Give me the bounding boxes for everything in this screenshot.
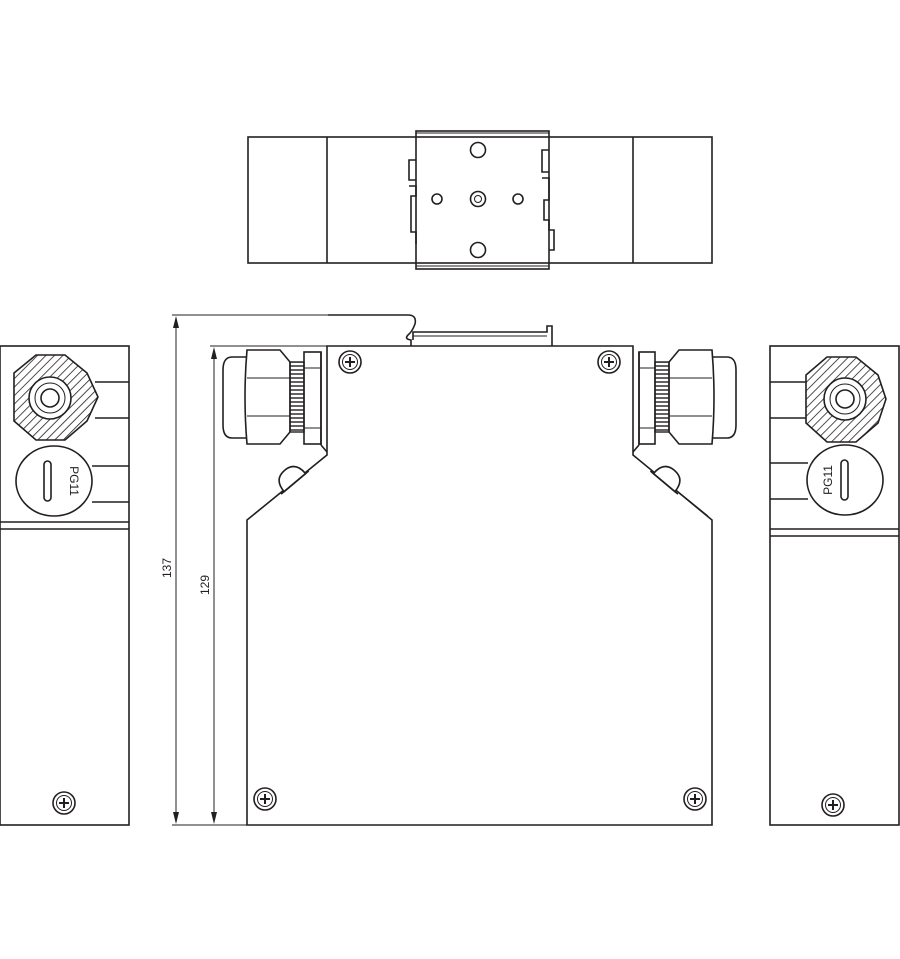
- din-rail-clip-icon: [408, 159, 417, 244]
- front-view: 137 129: [160, 314, 737, 826]
- dimension-129-label: 129: [198, 575, 212, 595]
- screw-icon: [683, 787, 707, 811]
- screw-icon: [821, 793, 845, 817]
- pg11-label-right: PG11: [821, 465, 835, 495]
- screw-icon: [338, 350, 362, 374]
- pg11-plug: [806, 444, 884, 516]
- dimension-137-label: 137: [160, 558, 174, 578]
- pg11-label-left: PG11: [67, 466, 81, 496]
- top-view-outline: [247, 136, 713, 264]
- pg11-plug: [15, 445, 93, 517]
- left-side-view: PG11: [0, 345, 130, 826]
- housing-outline: [246, 345, 713, 826]
- dimension-129: [210, 345, 327, 824]
- screw-icon: [597, 350, 621, 374]
- screw-icon: [52, 791, 76, 815]
- cable-gland-icon: [222, 349, 322, 445]
- dimension-137: [172, 314, 408, 826]
- cable-gland-icon: [638, 349, 737, 445]
- top-view: [247, 130, 713, 270]
- din-rail-plate: [415, 130, 550, 270]
- screw-icon: [253, 787, 277, 811]
- right-side-view: PG11: [769, 345, 900, 826]
